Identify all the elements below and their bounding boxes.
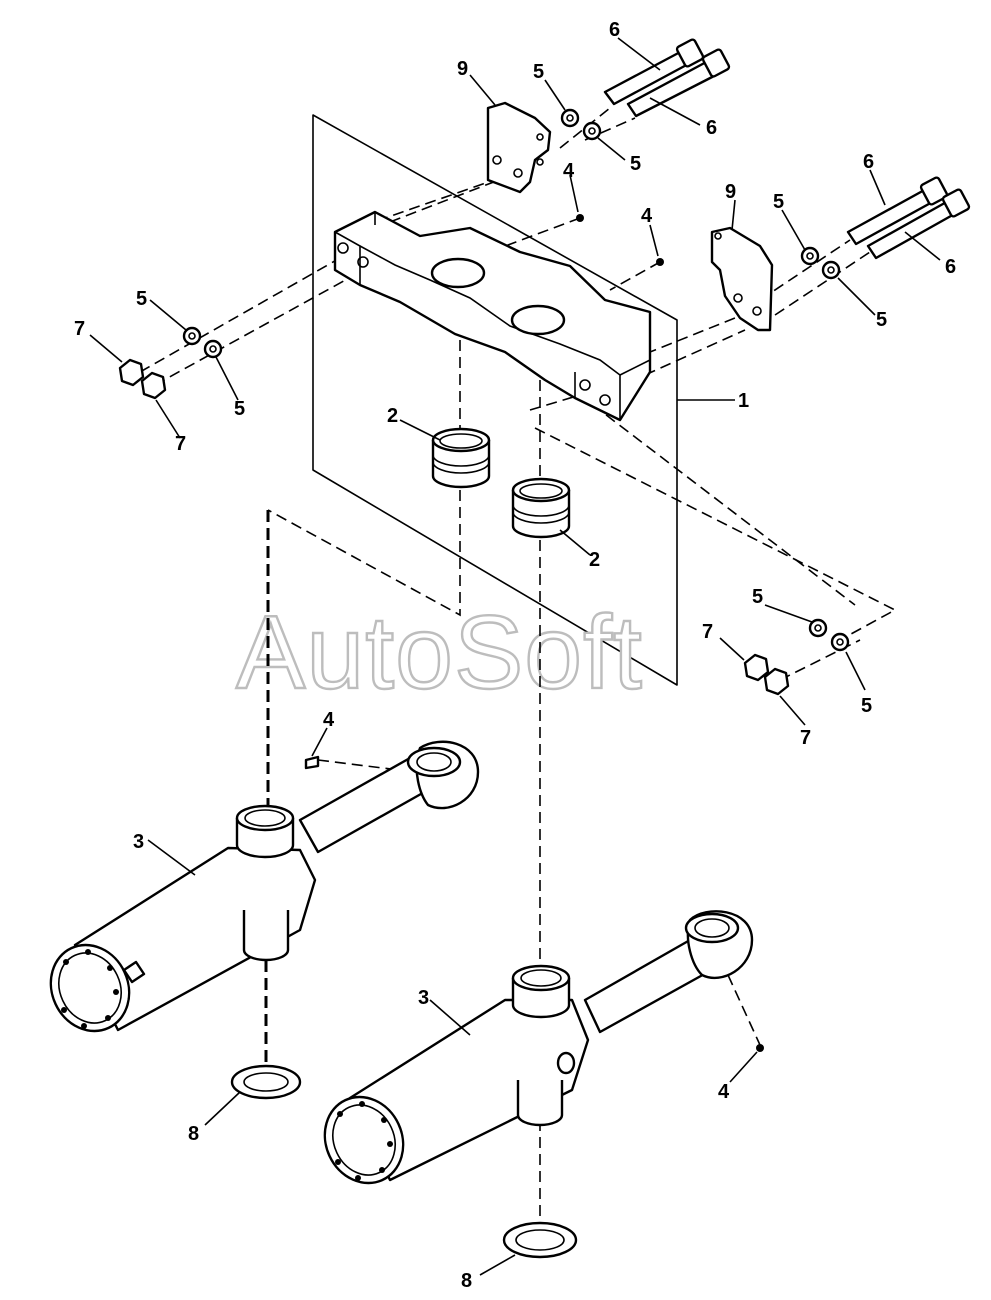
bolt-group-top bbox=[603, 38, 731, 118]
cross-member bbox=[333, 210, 652, 422]
callout-6-c: 6 bbox=[863, 151, 874, 173]
assembly-lines bbox=[139, 107, 897, 1230]
washers bbox=[182, 108, 850, 652]
callout-4-bottom: 4 bbox=[718, 1081, 730, 1103]
callout-1: 1 bbox=[738, 390, 749, 412]
bushing-lower bbox=[511, 477, 571, 539]
callout-7-c: 7 bbox=[702, 621, 713, 643]
callout-5-c: 5 bbox=[773, 191, 784, 213]
callout-3-left: 3 bbox=[133, 831, 144, 853]
seal-ring-left bbox=[230, 1064, 302, 1100]
callout-8-right: 8 bbox=[461, 1270, 472, 1292]
callout-labels: 1 2 2 3 3 4 4 4 4 5 5 5 5 5 5 5 5 6 6 6 … bbox=[74, 19, 956, 1292]
callout-9-a: 9 bbox=[457, 58, 468, 80]
callout-7-b: 7 bbox=[175, 433, 186, 455]
callout-7-a: 7 bbox=[74, 318, 85, 340]
callout-3-right: 3 bbox=[418, 987, 429, 1009]
callout-5-g: 5 bbox=[752, 586, 763, 608]
leader-lines bbox=[89, 37, 941, 1276]
bracket-plate-left bbox=[486, 101, 552, 194]
callout-5-f: 5 bbox=[234, 398, 245, 420]
callout-6-d: 6 bbox=[945, 256, 956, 278]
bolt-group-right bbox=[846, 176, 971, 260]
callout-6-b: 6 bbox=[706, 117, 717, 139]
callout-2-upper: 2 bbox=[387, 405, 398, 427]
callout-4-middle: 4 bbox=[323, 709, 335, 731]
callout-2-lower: 2 bbox=[589, 549, 600, 571]
callout-4-right: 4 bbox=[641, 205, 653, 227]
callout-4-top: 4 bbox=[563, 160, 575, 182]
callout-5-b: 5 bbox=[630, 153, 641, 175]
bushing-upper bbox=[431, 427, 491, 489]
callout-5-a: 5 bbox=[533, 61, 544, 83]
callout-5-e: 5 bbox=[136, 288, 147, 310]
hydraulic-cylinder-right bbox=[323, 910, 754, 1185]
bracket-plate-right bbox=[710, 226, 774, 332]
callout-5-d: 5 bbox=[876, 309, 887, 331]
callout-5-h: 5 bbox=[861, 695, 872, 717]
hydraulic-cylinder-left bbox=[49, 740, 480, 1033]
callout-9-b: 9 bbox=[725, 181, 736, 203]
watermark: AutoSoft bbox=[236, 595, 643, 711]
studs bbox=[304, 214, 764, 1052]
seal-ring-right bbox=[502, 1221, 578, 1259]
callout-6-a: 6 bbox=[609, 19, 620, 41]
callout-8-left: 8 bbox=[188, 1123, 199, 1145]
callout-7-d: 7 bbox=[800, 727, 811, 749]
nuts bbox=[118, 358, 790, 696]
